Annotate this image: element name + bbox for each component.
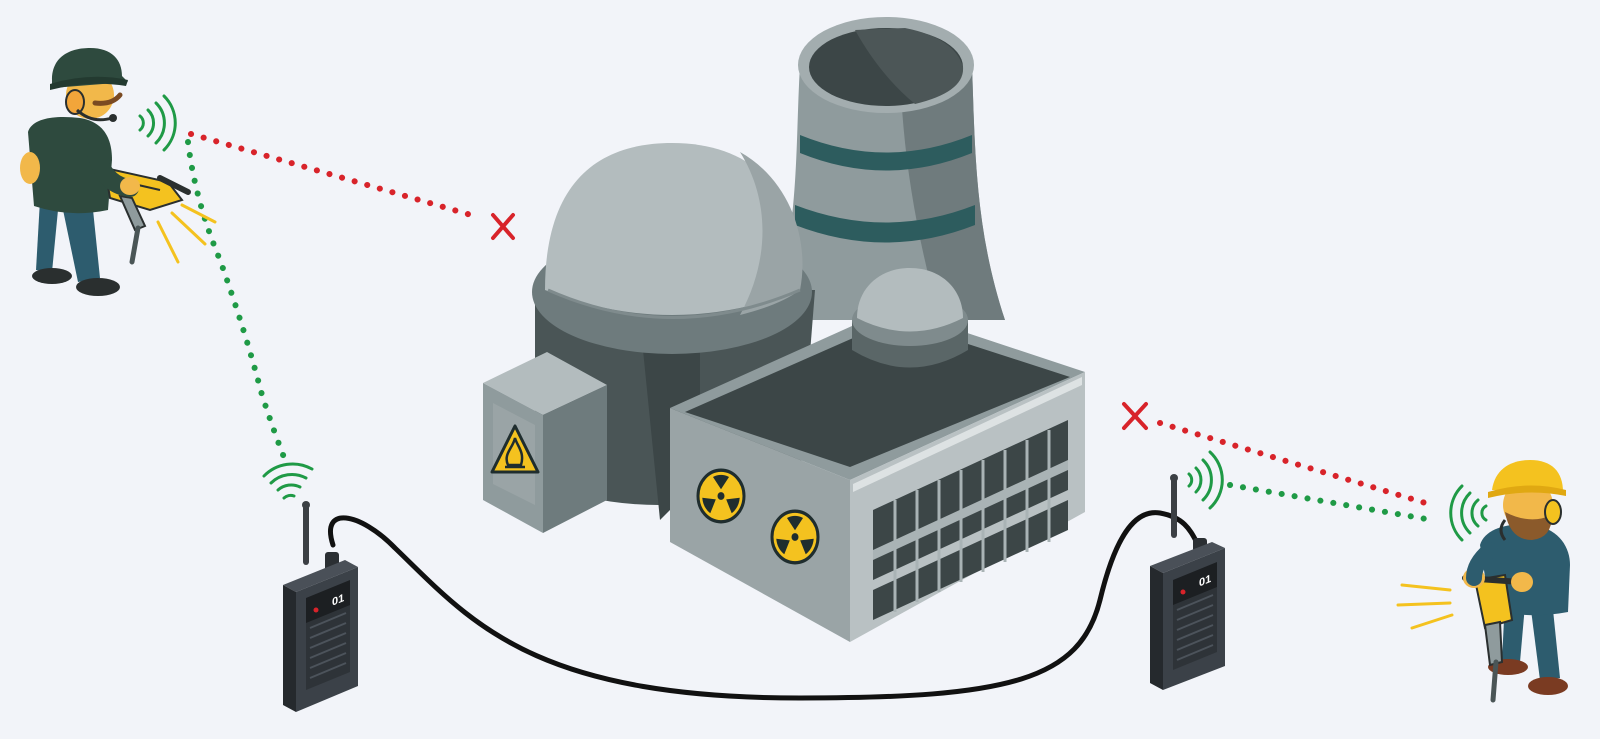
cable-line <box>328 510 1203 701</box>
worker-with-jackhammer-icon <box>20 48 217 296</box>
radio-channel-label: 01 <box>332 592 345 609</box>
main-building <box>670 268 1085 642</box>
flammable-warning-icon <box>490 424 540 474</box>
window-grid <box>873 420 1068 620</box>
blocked-x-icon <box>491 213 515 240</box>
worker-with-jackhammer-icon <box>1396 460 1570 703</box>
cooling-tower <box>770 17 1005 320</box>
link-left-worker-to-radio <box>185 139 290 468</box>
signal-waves-icon <box>262 462 314 500</box>
radiation-symbol-icon <box>770 509 820 565</box>
two-way-radio-icon: 01 <box>1150 474 1225 690</box>
blocked-x-icon <box>1122 402 1148 430</box>
signal-waves-icon <box>1449 484 1488 542</box>
side-annex <box>483 352 607 533</box>
link-right-worker-to-radio <box>1227 482 1435 523</box>
nuclear-power-plant-icon <box>483 17 1085 642</box>
small-dome <box>852 268 968 368</box>
signal-waves-icon <box>1187 450 1224 510</box>
jackhammer-icon <box>1462 573 1523 703</box>
radiation-symbol-icon <box>696 468 746 524</box>
radio-channel-label: 01 <box>1199 573 1212 590</box>
signal-waves-icon <box>138 94 177 152</box>
two-way-radio-icon: 01 <box>283 501 358 712</box>
link-left-worker-to-plant <box>188 131 515 240</box>
link-right-worker-to-plant <box>1122 402 1435 508</box>
